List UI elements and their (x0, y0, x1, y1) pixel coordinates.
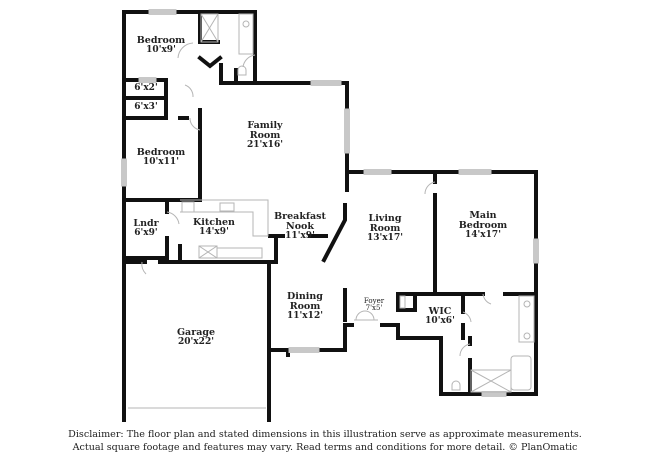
room-label-laundry: Lndr 6'x9' (133, 219, 158, 238)
room-label-family-room: Family Room 21'x16' (247, 121, 283, 150)
room-name-line2: Bedroom (458, 219, 508, 231)
room-dimensions: 10'x6' (425, 315, 455, 326)
room-label-garage: Garage 20'x22' (177, 328, 215, 347)
room-name: Garage (176, 327, 216, 338)
room-dimensions: 6'x3' (134, 102, 158, 112)
room-name: Lndr (133, 218, 159, 229)
room-label-kitchen: Kitchen 14'x9' (193, 218, 235, 237)
room-name: WIC (428, 306, 452, 317)
room-dimensions: 6'x2' (134, 83, 158, 93)
room-label-dining-room: Dining Room 11'x12' (287, 292, 323, 321)
room-label-closet-b: 6'x3' (134, 102, 158, 112)
room-name-line2: Room (249, 129, 281, 141)
room-name: Kitchen (193, 217, 235, 228)
room-name-line2: Room (369, 222, 401, 234)
room-dimensions: 11'x12' (287, 310, 323, 321)
room-dimensions: 21'x16' (247, 139, 283, 150)
room-label-closet-a: 6'x2' (134, 83, 158, 93)
windows (121, 9, 539, 397)
room-dimensions: 7'x5' (365, 304, 383, 313)
disclaimer-text: Disclaimer: The floor plan and stated di… (0, 428, 650, 454)
room-label-bedroom-2: Bedroom 10'x9' (137, 36, 185, 55)
room-label-foyer: Foyer 7'x5' (363, 297, 385, 313)
room-label-bedroom-3: Bedroom 10'x11' (137, 148, 185, 167)
room-dimensions: 14'x9' (199, 226, 229, 237)
room-name-line1: Breakfast (274, 211, 326, 222)
room-name-line2: Nook (286, 220, 314, 232)
room-name-line2: Room (289, 300, 321, 312)
room-dimensions: 20'x22' (178, 336, 214, 347)
room-name-line1: Living (368, 213, 402, 224)
room-label-living-room: Living Room 13'x17' (367, 214, 403, 243)
room-dimensions: 10'x9' (146, 44, 176, 55)
room-dimensions: 13'x17' (367, 232, 403, 243)
disclaimer-line-2: Actual square footage and features may v… (72, 442, 578, 453)
room-name-line1: Family (247, 120, 283, 131)
room-label-wic: WIC 10'x6' (425, 307, 455, 326)
room-dimensions: 14'x17' (465, 229, 501, 240)
room-dimensions: 11'x9' (285, 230, 315, 241)
room-name: Bedroom (136, 147, 186, 158)
disclaimer-line-1: Disclaimer: The floor plan and stated di… (68, 429, 582, 440)
room-name-line1: Main (469, 210, 497, 221)
room-label-breakfast-nook: Breakfast Nook 11'x9' (274, 212, 326, 241)
fixtures (128, 13, 535, 409)
room-label-main-bedroom: Main Bedroom 14'x17' (459, 211, 507, 240)
room-name: Bedroom (136, 35, 186, 46)
room-name-line1: Dining (287, 291, 323, 302)
room-dimensions: 10'x11' (143, 156, 179, 167)
room-name: Foyer (363, 297, 385, 305)
room-dimensions: 6'x9' (134, 227, 158, 238)
